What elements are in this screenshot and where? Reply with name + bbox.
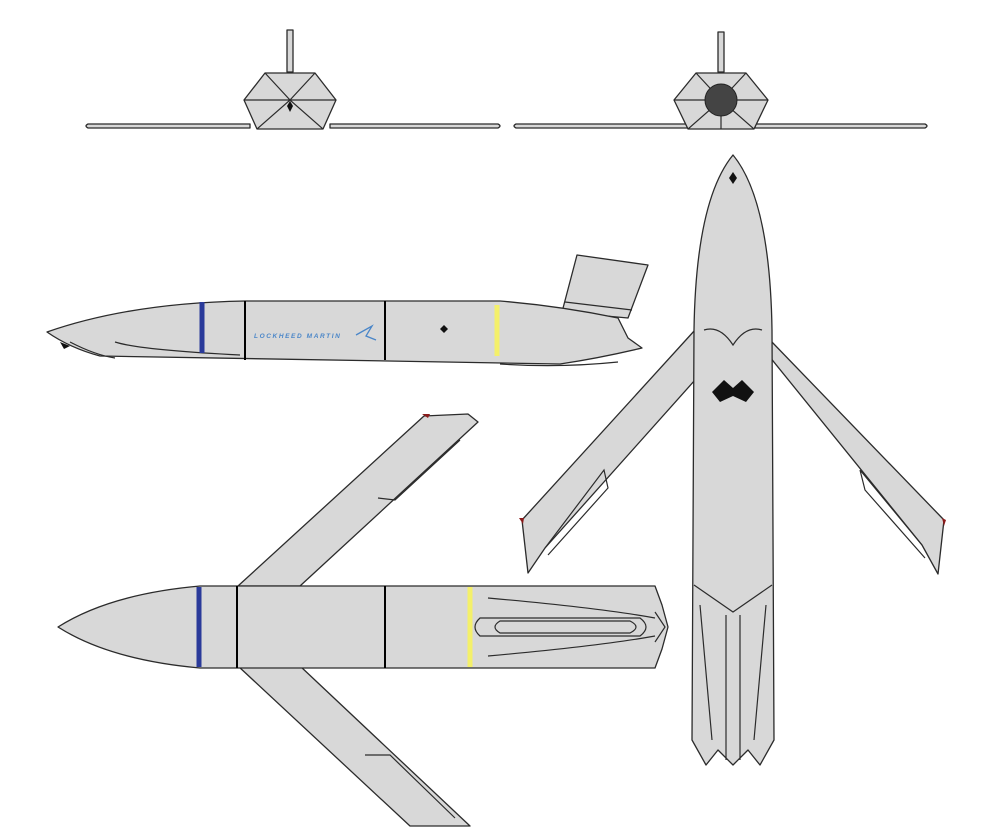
side-view: LOCKHEED MARTIN [46, 254, 649, 367]
top-nose-sensor [729, 172, 737, 184]
front-wings [85, 123, 501, 129]
side-fuselage [46, 300, 643, 365]
side-tail-fin [561, 254, 649, 319]
lockheed-martin-logo: LOCKHEED MARTIN [254, 333, 341, 340]
top-view [519, 154, 946, 766]
front-tail-fin [286, 29, 294, 73]
front-sensor-mark [287, 101, 293, 112]
bottom-engine-inlet [487, 597, 656, 657]
bottom-upper-wing [237, 413, 479, 587]
top-left-wing [521, 329, 721, 574]
bottom-fuselage [57, 585, 669, 669]
front-view-right [513, 31, 928, 130]
front-view-left [85, 29, 501, 130]
rear-wings [513, 123, 928, 129]
top-dorsal-marking [712, 380, 754, 402]
top-fuselage [691, 154, 775, 766]
side-marker-dot [440, 325, 448, 333]
top-right-wing [747, 329, 945, 575]
exhaust-nozzle [704, 83, 738, 117]
bottom-lower-wing [237, 665, 471, 827]
rear-tail-fin [717, 31, 725, 73]
lockheed-martin-star-icon [355, 324, 377, 341]
bottom-view [57, 413, 669, 827]
